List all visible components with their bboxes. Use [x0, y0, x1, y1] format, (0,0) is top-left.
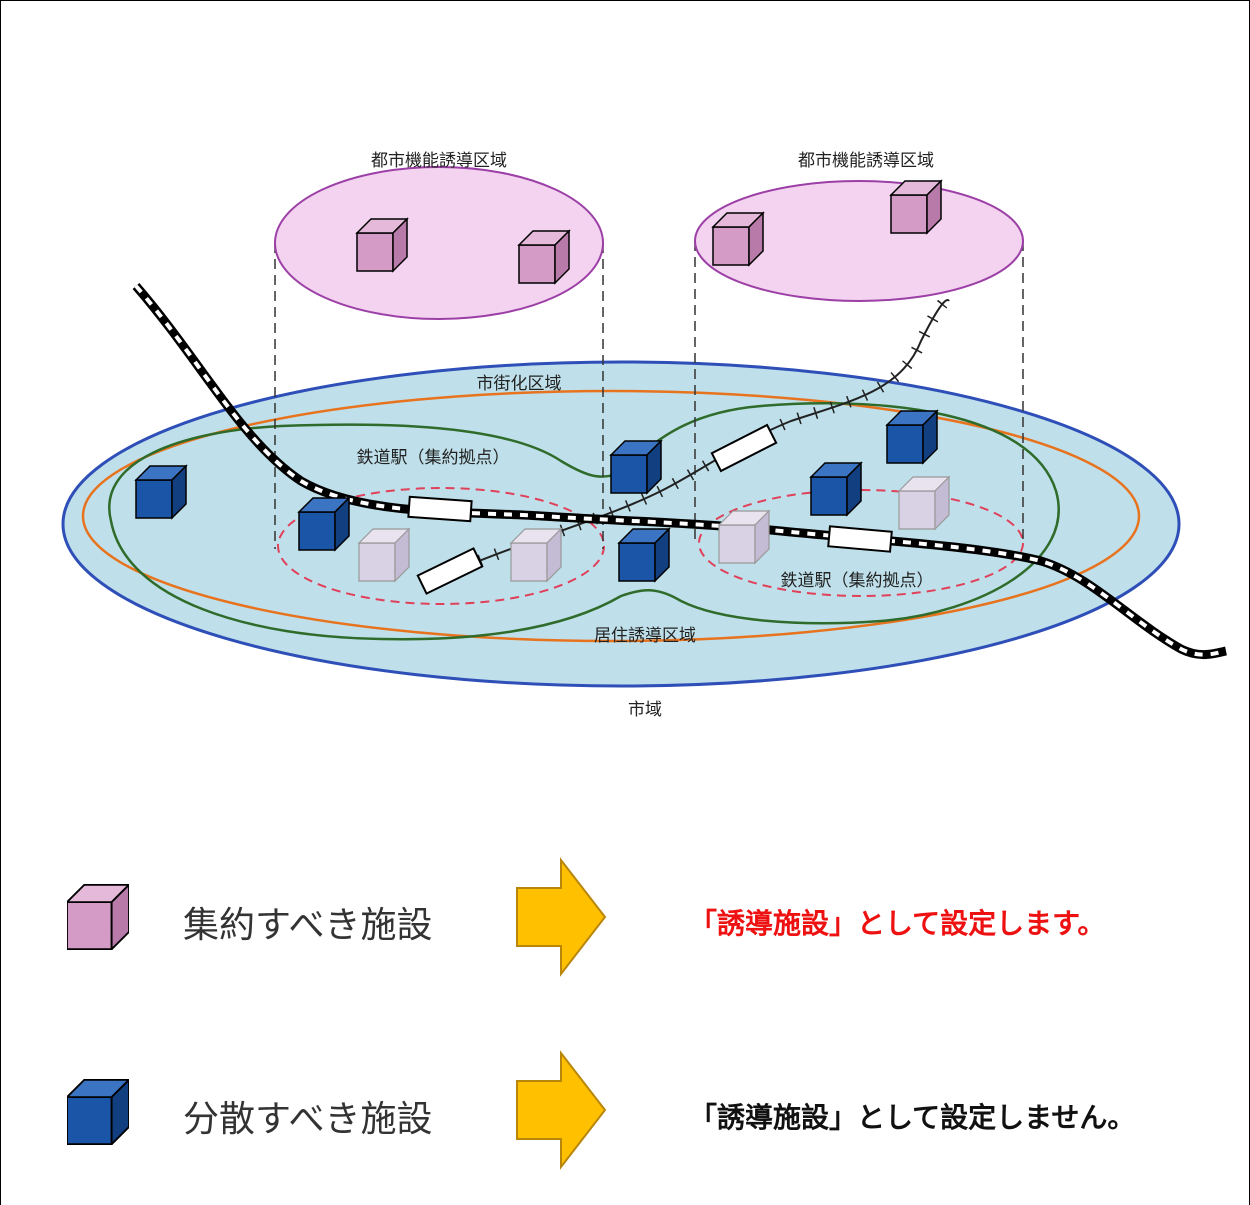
blue-cube-icon — [886, 410, 938, 464]
zoning-diagram: 都市機能誘導区域 都市機能誘導区域 市街化区域 鉄道駅（集約拠点） 鉄道駅（集約… — [61, 151, 1227, 720]
blue-cube-icon — [67, 1079, 129, 1145]
blue-cube-icon — [298, 497, 350, 551]
station-label-right: 鉄道駅（集約拠点） — [781, 571, 934, 591]
urbanization-area-label: 市街化区域 — [477, 374, 562, 394]
legend-result-gather: 「誘導施設」として設定します。 — [689, 907, 1106, 940]
station-zone-right — [698, 489, 1024, 597]
train-icon — [407, 495, 473, 523]
train-icon — [416, 547, 484, 595]
residence-zone-border — [108, 402, 1060, 641]
urbanization-area-border — [81, 389, 1141, 643]
blue-cube-icon — [610, 440, 662, 494]
station-zone-left — [277, 487, 605, 605]
legend-label-disperse: 分散すべき施設 — [183, 1099, 433, 1140]
ghost-cube-icon — [358, 528, 410, 582]
urban-function-zone-label-right: 都市機能誘導区域 — [798, 151, 934, 171]
blue-cube-icon — [135, 465, 187, 519]
arrow-right-icon — [516, 857, 607, 977]
city-area-label: 市域 — [628, 700, 662, 720]
blue-cube-icon — [618, 528, 670, 582]
urban-function-zone-label-left: 都市機能誘導区域 — [371, 151, 507, 171]
pink-cube-icon — [890, 180, 942, 234]
arrow-right-icon — [516, 1050, 607, 1170]
pink-cube-icon — [356, 218, 408, 272]
legend-result-disperse: 「誘導施設」として設定しません。 — [689, 1101, 1136, 1134]
pink-cube-icon — [518, 230, 570, 284]
pink-cube-icon — [67, 884, 129, 950]
train-icon — [710, 423, 778, 473]
residence-zone-label: 居住誘導区域 — [594, 626, 696, 646]
legend-label-gather: 集約すべき施設 — [183, 905, 433, 946]
blue-cube-icon — [810, 462, 862, 516]
ghost-cube-icon — [898, 476, 950, 530]
train-icon — [827, 525, 893, 553]
ghost-cube-icon — [510, 528, 562, 582]
station-label-left: 鉄道駅（集約拠点） — [357, 448, 510, 468]
projection-lines — [274, 241, 1024, 549]
ghost-cube-icon — [718, 510, 770, 564]
pink-cube-icon — [712, 212, 764, 266]
